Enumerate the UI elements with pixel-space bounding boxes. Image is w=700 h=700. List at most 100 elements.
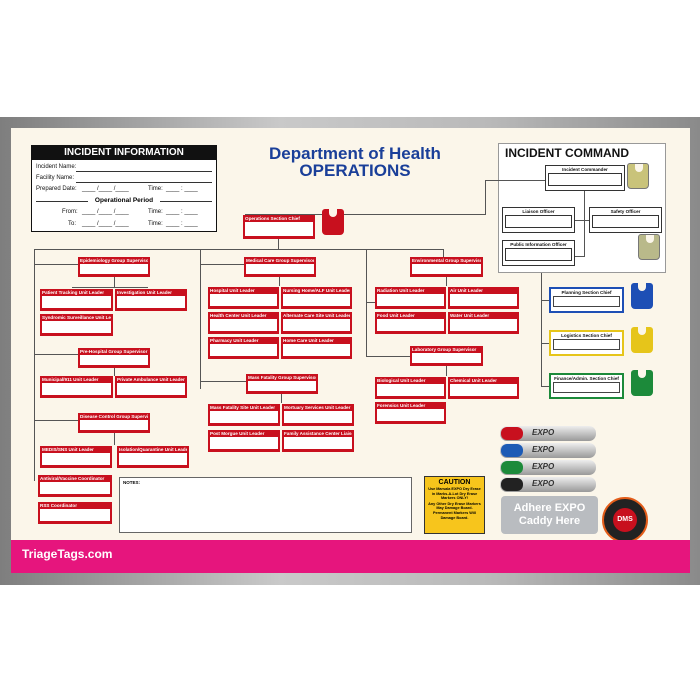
chemical-field[interactable] — [450, 384, 517, 396]
antiviral-vaccine-coordinator-box[interactable]: Antiviral/Vaccine Coordinator — [38, 475, 112, 497]
operations-section-chief-box[interactable]: Operations Section Chief — [243, 215, 315, 239]
pharmacy-label: Pharmacy Unit Leader — [210, 338, 259, 343]
planning-field[interactable] — [553, 296, 620, 307]
disease-sup-field[interactable] — [80, 420, 148, 430]
syndromic-surveillance-unit-leader-box[interactable]: Syndromic Surveillance Unit Leader — [40, 314, 113, 336]
post-morgue-unit-leader-box[interactable]: Post Morgue Unit Leader — [208, 430, 280, 452]
blue-marker-icon[interactable]: EXPO — [500, 443, 596, 458]
mortuary-label: Mortuary Services Unit Leader — [284, 405, 351, 410]
alt-care-field[interactable] — [283, 319, 350, 331]
family-assistance-center-liaison-box[interactable]: Family Assistance Center Liaison — [282, 430, 354, 452]
public-information-officer-box[interactable]: Public Information Officer — [502, 240, 575, 266]
green-marker-icon[interactable]: EXPO — [500, 460, 596, 475]
family-assist-field[interactable] — [284, 437, 352, 449]
planning-section-chief-box[interactable]: Planning Section Chief — [549, 287, 624, 313]
health-center-unit-leader-box[interactable]: Health Center Unit Leader — [208, 312, 279, 334]
mass-fatality-group-supervisor-box[interactable]: Mass Fatality Group Supervisor — [246, 374, 318, 394]
biological-field[interactable] — [377, 384, 444, 396]
disease-control-group-supervisor-box[interactable]: Disease Control Group Supervisor — [78, 413, 150, 433]
laboratory-group-supervisor-box[interactable]: Laboratory Group Supervisor — [410, 346, 483, 366]
patient-tracking-field[interactable] — [42, 296, 111, 308]
facility-name-label: Facility Name: — [36, 175, 75, 181]
lab-sup-field[interactable] — [412, 353, 481, 363]
epidemiology-group-supervisor-box[interactable]: Epidemiology Group Supervisor — [78, 257, 150, 277]
prehospital-sup-field[interactable] — [80, 355, 148, 365]
air-field[interactable] — [450, 294, 517, 306]
air-unit-leader-box[interactable]: Air Unit Leader — [448, 287, 519, 309]
mass-fatality-sup-field[interactable] — [248, 381, 316, 391]
patient-tracking-unit-leader-box[interactable]: Patient Tracking Unit Leader — [40, 289, 113, 311]
safety-officer-field[interactable] — [592, 215, 659, 228]
forensics-unit-leader-box[interactable]: Forensics Unit Leader — [375, 402, 446, 424]
mortuary-services-unit-leader-box[interactable]: Mortuary Services Unit Leader — [282, 404, 354, 426]
mass-fatality-site-unit-leader-box[interactable]: Mass Fatality Site Unit Leader — [208, 404, 280, 426]
liaison-officer-field[interactable] — [505, 215, 572, 228]
pharmacy-field[interactable] — [210, 344, 277, 356]
antiviral-field[interactable] — [40, 482, 110, 494]
from-time-blank[interactable]: ____ : ____ — [166, 209, 198, 215]
marker-brand: EXPO — [532, 462, 555, 471]
medical-care-group-supervisor-box[interactable]: Medical Care Group Supervisor — [244, 257, 316, 277]
post-morgue-field[interactable] — [210, 437, 278, 449]
prehospital-sup-label: Pre-Hospital Group Supervisor — [80, 349, 148, 354]
incident-commander-box[interactable]: Incident Commander — [545, 165, 625, 191]
environmental-group-supervisor-box[interactable]: Environmental Group Supervisor — [410, 257, 483, 277]
municipal-911-field[interactable] — [42, 383, 111, 395]
ops-chief-field[interactable] — [245, 222, 313, 236]
red-marker-icon[interactable]: EXPO — [500, 426, 596, 441]
hospital-field[interactable] — [210, 294, 277, 306]
pio-field[interactable] — [505, 248, 572, 261]
biological-unit-leader-box[interactable]: Biological Unit Leader — [375, 377, 446, 399]
private-ambulance-unit-leader-box[interactable]: Private Ambulance Unit Leader — [115, 376, 187, 398]
home-care-field[interactable] — [283, 344, 350, 356]
notes-area[interactable]: NOTES: — [119, 477, 412, 533]
medis-field[interactable] — [42, 453, 110, 465]
health-center-field[interactable] — [210, 319, 277, 331]
alternate-care-site-unit-leader-box[interactable]: Alternate Care Site Unit Leader — [281, 312, 352, 334]
pre-hospital-group-supervisor-box[interactable]: Pre-Hospital Group Supervisor — [78, 348, 150, 368]
radiation-unit-leader-box[interactable]: Radiation Unit Leader — [375, 287, 446, 309]
prepared-time-blank[interactable]: ____ : ____ — [166, 186, 198, 192]
rss-coordinator-box[interactable]: RSS Coordinator — [38, 502, 112, 524]
nursing-home-unit-leader-box[interactable]: Nursing Home/ALF Unit Leader — [281, 287, 352, 309]
food-unit-leader-box[interactable]: Food Unit Leader — [375, 312, 446, 334]
forensics-field[interactable] — [377, 409, 444, 421]
investigation-field[interactable] — [117, 296, 185, 308]
to-date-blank[interactable]: ____ /____ /____ — [82, 221, 129, 227]
logistics-section-chief-box[interactable]: Logistics Section Chief — [549, 330, 624, 356]
hospital-unit-leader-box[interactable]: Hospital Unit Leader — [208, 287, 279, 309]
incident-commander-field[interactable] — [548, 173, 622, 186]
footer-website[interactable]: TriageTags.com — [22, 547, 113, 561]
rss-field[interactable] — [40, 509, 110, 521]
medis-sns-unit-leader-box[interactable]: MEDIS/SNS Unit Leader — [40, 446, 112, 468]
prepared-date-blank[interactable]: ____ /____ /____ — [82, 186, 129, 192]
isolation-quarantine-unit-leader-box[interactable]: Isolation/Quarantine Unit Leader — [117, 446, 189, 468]
mortuary-field[interactable] — [284, 411, 352, 423]
radiation-field[interactable] — [377, 294, 444, 306]
mf-site-field[interactable] — [210, 411, 278, 423]
safety-officer-box[interactable]: Safety Officer — [589, 207, 662, 233]
finance-section-chief-box[interactable]: Finance/Admin. Section Chief — [549, 373, 624, 399]
private-ambulance-field[interactable] — [117, 383, 185, 395]
from-date-blank[interactable]: ____ /____ /____ — [82, 209, 129, 215]
env-sup-field[interactable] — [412, 264, 481, 274]
epi-sup-field[interactable] — [80, 264, 148, 274]
water-field[interactable] — [450, 319, 517, 331]
isolation-field[interactable] — [119, 453, 187, 465]
pharmacy-unit-leader-box[interactable]: Pharmacy Unit Leader — [208, 337, 279, 359]
chemical-unit-leader-box[interactable]: Chemical Unit Leader — [448, 377, 519, 399]
investigation-unit-leader-box[interactable]: Investigation Unit Leader — [115, 289, 187, 311]
food-field[interactable] — [377, 319, 444, 331]
municipal-911-unit-leader-box[interactable]: Municipal/911 Unit Leader — [40, 376, 113, 398]
water-unit-leader-box[interactable]: Water Unit Leader — [448, 312, 519, 334]
medcare-sup-field[interactable] — [246, 264, 314, 274]
logistics-field[interactable] — [553, 339, 620, 350]
liaison-officer-box[interactable]: Liaison Officer — [502, 207, 575, 233]
nursing-field[interactable] — [283, 294, 350, 306]
to-time-blank[interactable]: ____ : ____ — [166, 221, 198, 227]
caddy-line-1: Adhere EXPO — [513, 502, 586, 514]
finance-field[interactable] — [553, 382, 620, 393]
home-care-unit-leader-box[interactable]: Home Care Unit Leader — [281, 337, 352, 359]
black-marker-icon[interactable]: EXPO — [500, 477, 596, 492]
syndromic-field[interactable] — [42, 321, 111, 333]
